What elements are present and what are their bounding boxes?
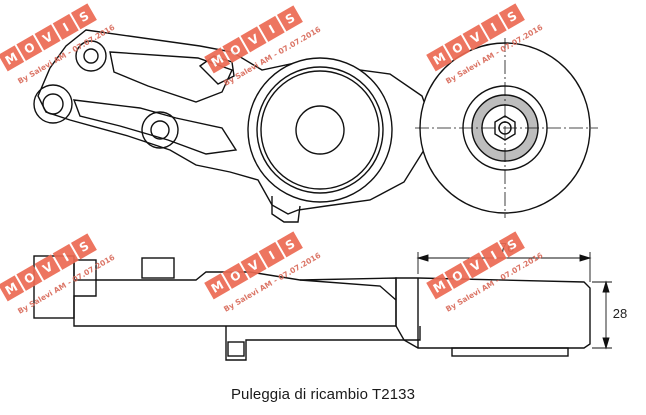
watermark-letter-box	[16, 264, 43, 291]
watermark-letter-box	[0, 275, 25, 302]
watermark-letter-box	[52, 13, 79, 40]
watermark-letter-box	[16, 34, 43, 61]
dimension-height-label: 28	[613, 306, 627, 321]
watermark-letter-box	[426, 273, 453, 300]
mount-hole-mid-inner	[150, 120, 170, 140]
dimensions	[416, 252, 612, 350]
watermark-letter-box	[276, 5, 303, 32]
watermark-letter-box	[240, 26, 267, 53]
watermark-letter-box	[0, 45, 25, 72]
watermark-letter-box	[222, 262, 249, 289]
side-pulley-base	[451, 347, 569, 357]
top-view	[33, 29, 598, 223]
watermark-letter-box	[258, 241, 285, 268]
mount-hole-mid-outer	[141, 111, 179, 149]
side-flange-left	[33, 255, 75, 319]
watermark-letter: I	[267, 22, 278, 36]
watermark-letter: I	[267, 248, 278, 262]
watermark-letter-box	[480, 13, 507, 40]
watermark-letter: I	[61, 250, 72, 264]
side-boss	[141, 257, 175, 279]
mount-hole-top-inner	[83, 48, 99, 64]
watermark-letter-box	[276, 231, 303, 258]
side-pulley	[395, 277, 591, 349]
housing-ring-inner	[260, 70, 380, 190]
dim-height-arrow-top	[602, 280, 610, 293]
watermark-letter-box	[70, 3, 97, 30]
watermark-letter-box	[444, 34, 471, 61]
mount-hole-top-outer	[75, 40, 107, 72]
mount-hole-left-inner	[42, 93, 64, 115]
watermark-letter-box	[462, 24, 489, 51]
watermark-letter-box	[34, 254, 61, 281]
watermark-letter: I	[489, 248, 500, 262]
side-lower-tab	[225, 326, 421, 361]
watermark-letter-box	[444, 262, 471, 289]
side-lower-tab-detail	[227, 341, 245, 357]
dim-height-arrow-bottom	[602, 337, 610, 350]
housing-ring	[256, 66, 384, 194]
housing-outer	[247, 57, 393, 203]
arm-cutout-lower	[72, 99, 238, 155]
watermark-letter-box	[480, 241, 507, 268]
watermark-letter-box	[70, 233, 97, 260]
watermark-letter-box	[498, 3, 525, 30]
arm-cutout-upper	[109, 51, 233, 103]
watermark-letter-box	[204, 47, 231, 74]
side-arm-step	[299, 279, 397, 301]
lower-tab	[271, 196, 301, 223]
watermark-letter-box	[240, 252, 267, 279]
drawing-caption: Puleggia di ricambio T2133	[230, 386, 416, 403]
watermark-letter-box	[34, 24, 61, 51]
housing-hub	[295, 105, 345, 155]
side-flange-left-tab	[73, 259, 97, 281]
watermark-letter-box	[52, 243, 79, 270]
watermark-letter-box	[426, 45, 453, 72]
watermark-letter-box	[258, 15, 285, 42]
watermark-letter-box	[204, 273, 231, 300]
mount-hole-left-outer	[33, 84, 73, 124]
watermark-letter-box	[462, 252, 489, 279]
dim-width-arrow-left	[416, 254, 429, 262]
watermark-letter-box	[498, 231, 525, 258]
watermark-letter: I	[61, 20, 72, 34]
dim-width-arrow-right	[579, 254, 592, 262]
watermark-letter-box	[222, 36, 249, 63]
watermark-letter: I	[489, 20, 500, 34]
